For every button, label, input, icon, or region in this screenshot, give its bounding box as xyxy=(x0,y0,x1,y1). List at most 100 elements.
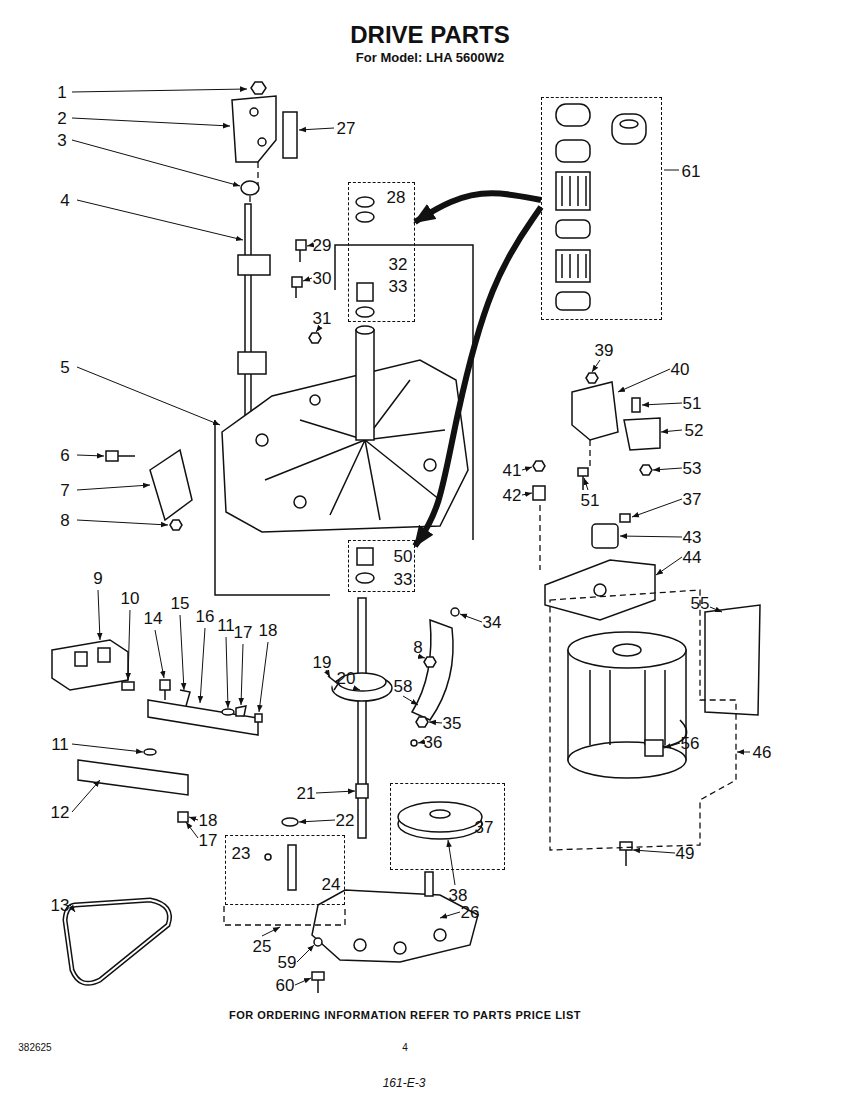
callout-number: 18 xyxy=(259,622,278,639)
callout-number: 29 xyxy=(313,237,332,254)
callout-number: 14 xyxy=(144,610,163,627)
callout-number: 33 xyxy=(389,278,408,295)
callout-number: 38 xyxy=(449,887,468,904)
leader-line xyxy=(299,820,335,822)
callout-number: 11 xyxy=(51,736,69,753)
leader-line xyxy=(653,468,682,470)
callout-number: 51 xyxy=(683,395,702,412)
callout-number: 49 xyxy=(676,845,695,862)
leader-line xyxy=(186,822,198,838)
callout-number: 18 xyxy=(199,812,218,829)
dashed-group-box: 37 xyxy=(390,783,505,870)
leader-line xyxy=(77,367,220,425)
callout-number: 41 xyxy=(503,462,522,479)
callout-number: 17 xyxy=(234,624,253,641)
leader-line xyxy=(72,89,247,92)
callout-number: 39 xyxy=(595,342,614,359)
leader-line xyxy=(584,478,588,490)
leader-line xyxy=(77,200,243,240)
leader-line xyxy=(155,630,164,678)
callout-number: 37 xyxy=(683,491,702,508)
callout-number: 13 xyxy=(51,897,70,914)
callout-number: 2 xyxy=(57,110,66,127)
leader-line xyxy=(460,614,482,622)
leader-line xyxy=(656,557,682,575)
callout-number: 32 xyxy=(389,256,408,273)
callout-number: 9 xyxy=(93,570,102,587)
callout-number: 60 xyxy=(276,977,295,994)
leader-line xyxy=(307,245,312,246)
leader-line xyxy=(316,327,320,332)
callout-number: 37 xyxy=(475,819,494,836)
leader-line xyxy=(241,644,243,705)
model-subtitle: For Model: LHA 5600W2 xyxy=(356,51,504,64)
leader-line xyxy=(592,360,600,372)
arrow-connector xyxy=(415,193,541,222)
callout-number: 17 xyxy=(199,832,218,849)
callout-number: 20 xyxy=(337,670,356,687)
leader-line xyxy=(448,840,455,885)
leader-line xyxy=(77,455,104,456)
leader-line xyxy=(633,850,675,853)
callout-number: 3 xyxy=(57,132,66,149)
leader-line xyxy=(77,520,168,525)
callout-number: 5 xyxy=(60,359,69,376)
leader-line xyxy=(522,467,532,470)
callout-number: 46 xyxy=(753,744,772,761)
page-title: DRIVE PARTS xyxy=(350,23,510,47)
callout-number: 12 xyxy=(51,804,70,821)
callout-number: 34 xyxy=(483,614,502,631)
callout-number: 42 xyxy=(503,487,522,504)
leader-line xyxy=(77,485,150,490)
callout-number: 61 xyxy=(682,163,701,180)
callout-number: 10 xyxy=(121,590,140,607)
callout-number: 53 xyxy=(683,460,702,477)
arrow-connector xyxy=(415,207,541,546)
callout-number: 19 xyxy=(313,654,332,671)
leader-line xyxy=(522,493,532,495)
callout-number: 50 xyxy=(394,548,413,565)
callout-number: 52 xyxy=(685,422,704,439)
callout-number: 8 xyxy=(413,639,422,656)
leader-line xyxy=(632,499,682,517)
leader-line xyxy=(737,752,750,753)
callout-number: 35 xyxy=(443,715,462,732)
leader-line xyxy=(200,628,205,703)
leader-line xyxy=(403,696,418,705)
callout-number: 26 xyxy=(461,904,480,921)
leader-line xyxy=(710,607,722,612)
leader-line xyxy=(303,278,312,281)
leader-line xyxy=(72,118,230,126)
leader-line xyxy=(421,657,425,658)
leader-line xyxy=(620,536,682,537)
leader-line xyxy=(299,128,334,130)
callout-number: 16 xyxy=(196,608,215,625)
leader-line xyxy=(664,170,679,171)
leader-line xyxy=(440,912,460,918)
leader-line xyxy=(618,369,670,392)
callout-number: 24 xyxy=(322,876,341,893)
dashed-group-box: 61 xyxy=(541,97,662,320)
callout-number: 36 xyxy=(424,734,443,751)
leader-line xyxy=(189,817,198,820)
callout-number: 40 xyxy=(671,361,690,378)
callout-number: 56 xyxy=(681,735,700,752)
callout-number: 8 xyxy=(60,512,69,529)
dashed-group-box: 23 24 xyxy=(225,835,345,905)
callout-number: 31 xyxy=(313,310,332,327)
callout-number: 7 xyxy=(60,482,69,499)
callout-number: 33 xyxy=(394,571,413,588)
leader-line xyxy=(262,927,280,936)
leader-line xyxy=(297,945,314,962)
leader-line xyxy=(642,403,682,405)
callout-number: 30 xyxy=(313,270,332,287)
leader-line xyxy=(295,978,311,985)
leader-line xyxy=(226,637,228,708)
callout-number: 23 xyxy=(232,845,251,862)
leader-line xyxy=(72,780,100,812)
callout-number: 58 xyxy=(394,678,413,695)
callout-number: 25 xyxy=(253,938,272,955)
drawing-number: 382625 xyxy=(18,1043,51,1053)
